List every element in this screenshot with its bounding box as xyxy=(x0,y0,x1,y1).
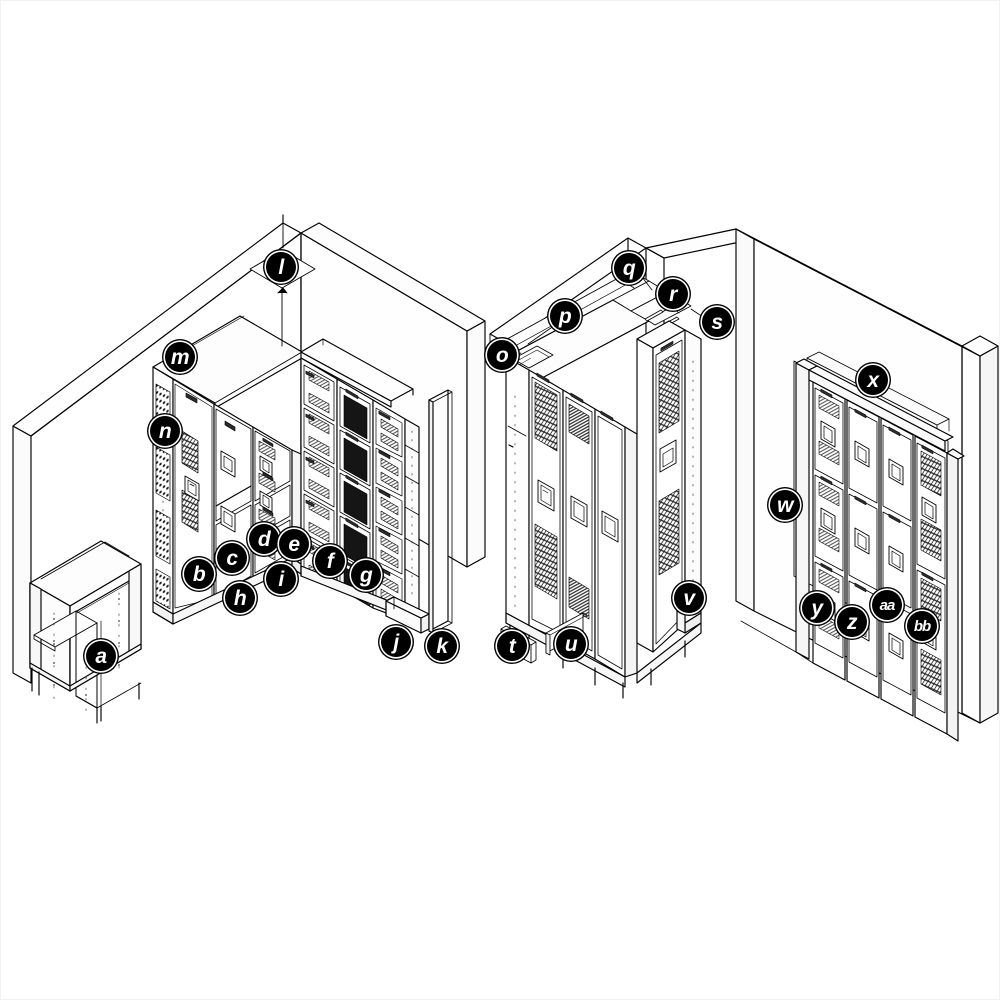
callout-i[interactable]: i xyxy=(266,564,296,594)
callout-s[interactable]: s xyxy=(702,307,732,337)
callout-g[interactable]: g xyxy=(351,560,381,590)
callout-h[interactable]: h xyxy=(225,583,255,613)
callout-r[interactable]: r xyxy=(658,279,688,309)
callout-t[interactable]: t xyxy=(497,631,527,661)
callout-e[interactable]: e xyxy=(279,529,309,559)
callout-p[interactable]: p xyxy=(550,301,580,331)
callout-j[interactable]: j xyxy=(381,627,411,657)
flat-end-panel xyxy=(428,389,453,634)
sloping-top-locker-bank xyxy=(497,270,702,699)
callout-x[interactable]: x xyxy=(858,365,888,395)
recessed-locker-bank xyxy=(740,358,965,742)
callout-bb[interactable]: bb xyxy=(907,611,937,641)
callout-n[interactable]: n xyxy=(150,416,180,446)
callout-d[interactable]: d xyxy=(249,524,279,554)
callout-o[interactable]: o xyxy=(487,340,517,370)
callout-a[interactable]: a xyxy=(86,641,116,671)
callout-y[interactable]: y xyxy=(802,593,832,623)
callout-q[interactable]: q xyxy=(614,253,644,283)
callout-v[interactable]: v xyxy=(674,583,704,613)
callout-w[interactable]: w xyxy=(770,490,800,520)
callout-c[interactable]: c xyxy=(217,543,247,573)
callout-aa[interactable]: aa xyxy=(872,590,902,620)
callout-b[interactable]: b xyxy=(184,559,214,589)
callout-f[interactable]: f xyxy=(315,546,345,576)
callout-m[interactable]: m xyxy=(165,342,195,372)
callout-k[interactable]: k xyxy=(427,631,457,661)
callout-u[interactable]: u xyxy=(556,629,586,659)
callout-z[interactable]: z xyxy=(837,607,867,637)
left-locker-bank-left-wing xyxy=(152,315,303,625)
open-front-locker xyxy=(29,540,142,724)
callout-l[interactable]: l xyxy=(266,252,296,282)
